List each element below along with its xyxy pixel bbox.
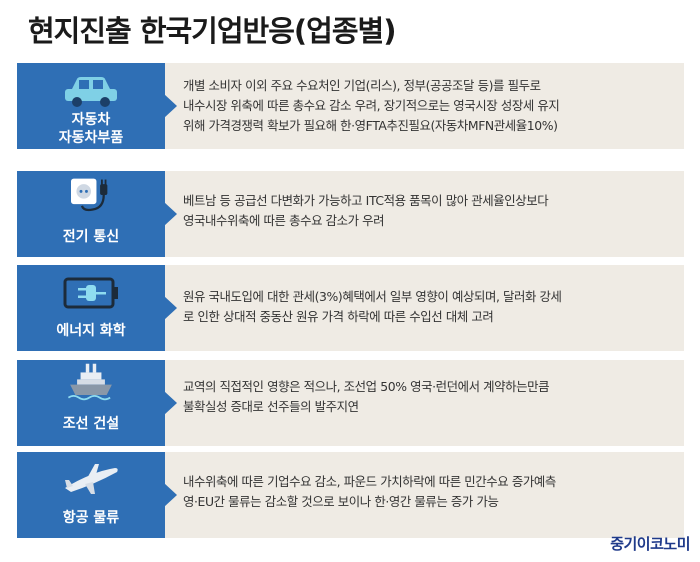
- page-title: 현지진출 한국기업반응(업종별): [28, 14, 396, 48]
- sector-description-panel: [165, 171, 684, 257]
- sector-tile: 항공 물류: [17, 452, 165, 538]
- description-line: 원유 국내도입에 대한 관세(3%)혜택에서 일부 영향이 예상되며, 달러화 …: [183, 289, 562, 304]
- description-line: 내수위축에 따른 기업수요 감소, 파운드 가치하락에 따른 민간수요 증가예측: [183, 474, 556, 489]
- battery-plug-icon: [63, 277, 118, 309]
- sector-description-panel: [165, 63, 684, 149]
- sector-row-aviation-logistics: 항공 물류 내수위축에 따른 기업수요 감소, 파운드 가치하락에 따른 민간수…: [17, 452, 684, 538]
- ship-icon: [67, 363, 112, 401]
- sector-tile: 자동차 자동차부품: [17, 63, 165, 149]
- sector-label: 전기 통신: [62, 229, 120, 245]
- sector-description-panel: [165, 265, 684, 351]
- sector-row-electric-telecom: 전기 통신 베트남 등 공급선 다변화가 가능하고 ITC적용 품목이 많아 관…: [17, 171, 684, 257]
- brand-logo: 중기이코노미: [610, 535, 690, 553]
- sector-tile: 조선 건설: [17, 360, 165, 446]
- sector-description: 교역의 직접적인 영향은 적으나, 조선업 50% 영국·런던에서 계약하는만큼…: [183, 377, 673, 417]
- sector-tile: 에너지 화학: [17, 265, 165, 351]
- description-line: 영국내수위축에 따른 총수요 감소가 우려: [183, 213, 385, 228]
- power-outlet-plug-icon: [71, 178, 108, 212]
- sector-row-automobile: 자동차 자동차부품 개별 소비자 이외 주요 수요처인 기업(리스), 정부(공…: [17, 63, 684, 149]
- arrow-pointer: [164, 296, 177, 320]
- sector-label: 조선 건설: [62, 416, 120, 432]
- description-line: 불확실성 증대로 선주들의 발주지연: [183, 399, 359, 414]
- sector-description-panel: [165, 452, 684, 538]
- description-line: 로 인한 상대적 중동산 원유 가격 하락에 따른 수입선 대체 고려: [183, 309, 494, 324]
- sector-description: 개별 소비자 이외 주요 수요처인 기업(리스), 정부(공공조달 등)를 필두…: [183, 76, 673, 136]
- sector-label: 에너지 화학: [56, 323, 126, 339]
- arrow-pointer: [164, 94, 177, 118]
- sector-description: 베트남 등 공급선 다변화가 가능하고 ITC적용 품목이 많아 관세율인상보다…: [183, 191, 673, 231]
- description-line: 영·EU간 물류는 감소할 것으로 보이나 한·영간 물류는 증가 가능: [183, 494, 499, 509]
- description-line: 베트남 등 공급선 다변화가 가능하고 ITC적용 품목이 많아 관세율인상보다: [183, 193, 549, 208]
- sector-tile: 전기 통신: [17, 171, 165, 257]
- sector-label-line-1: 자동차: [71, 112, 111, 128]
- sector-description: 내수위축에 따른 기업수요 감소, 파운드 가치하락에 따른 민간수요 증가예측…: [183, 472, 673, 512]
- sector-label-line-2: 자동차부품: [58, 130, 124, 146]
- arrow-pointer: [164, 391, 177, 415]
- sector-row-shipbuilding-construction: 조선 건설 교역의 직접적인 영향은 적으나, 조선업 50% 영국·런던에서 …: [17, 360, 684, 446]
- sector-description: 원유 국내도입에 대한 관세(3%)혜택에서 일부 영향이 예상되며, 달러화 …: [183, 287, 673, 327]
- description-line: 개별 소비자 이외 주요 수요처인 기업(리스), 정부(공공조달 등)를 필두…: [183, 78, 541, 93]
- airplane-icon: [65, 464, 118, 494]
- arrow-pointer: [164, 483, 177, 507]
- sector-label: 항공 물류: [62, 510, 120, 526]
- sector-description-panel: [165, 360, 684, 446]
- description-line: 내수시장 위축에 따른 총수요 감소 우려, 장기적으로는 영국시장 성장세 유…: [183, 98, 560, 113]
- description-line: 위해 가격경쟁력 확보가 필요해 한·영FTA추진필요(자동차MFN관세율10%…: [183, 118, 558, 133]
- arrow-pointer: [164, 202, 177, 226]
- car-icon: [65, 77, 117, 107]
- description-line: 교역의 직접적인 영향은 적으나, 조선업 50% 영국·런던에서 계약하는만큼: [183, 379, 550, 394]
- sector-row-energy-chemical: 에너지 화학 원유 국내도입에 대한 관세(3%)혜택에서 일부 영향이 예상되…: [17, 265, 684, 351]
